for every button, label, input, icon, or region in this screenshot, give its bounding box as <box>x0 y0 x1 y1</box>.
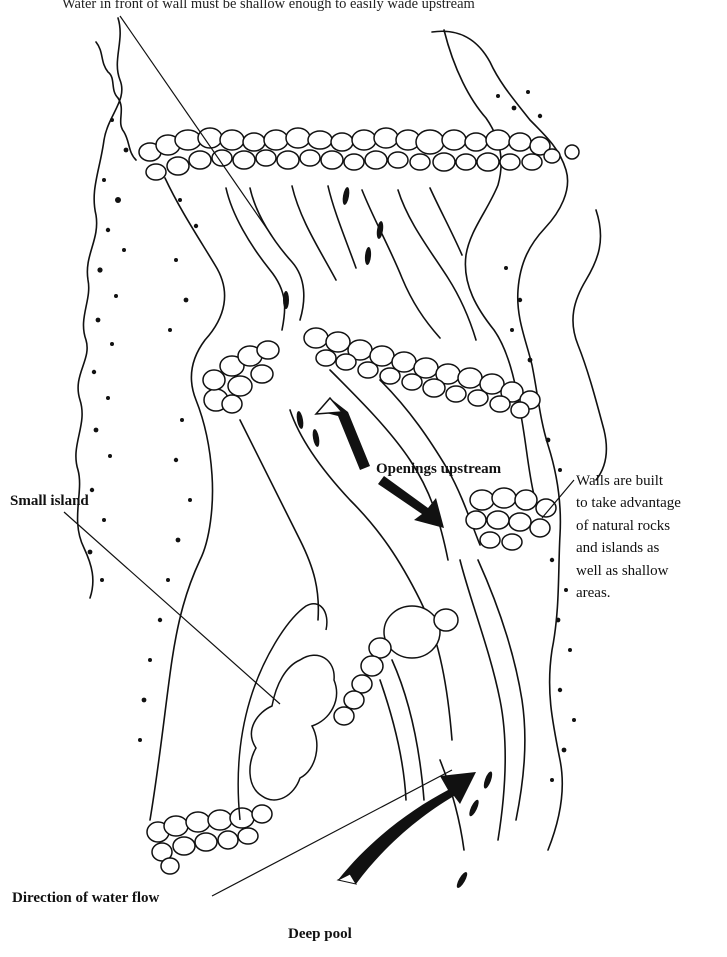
rock-wall-middle <box>203 328 540 418</box>
walls-note-line: of natural rocks <box>576 515 681 537</box>
flow-line <box>380 680 406 800</box>
rock-wall-lower <box>334 606 458 725</box>
flow-line <box>398 190 476 340</box>
openings-arrow <box>378 476 444 528</box>
left-inner-bank <box>150 178 225 820</box>
right-inner-bank <box>444 30 534 495</box>
small-island-label: Small island <box>10 491 89 511</box>
walls-note-line: areas. <box>576 582 681 604</box>
top-note-label: Water in front of wall must be shallow e… <box>62 0 475 14</box>
rock-wall-bottom <box>147 805 272 874</box>
walls-note-line: well as shallow <box>576 560 681 582</box>
walls-note-line: and islands as <box>576 537 681 559</box>
deep-pool-label: Deep pool <box>288 924 352 944</box>
walls-note-line: Walls are built <box>576 470 681 492</box>
leader-island <box>64 512 280 704</box>
flow-line <box>292 186 336 280</box>
leader-top <box>120 16 272 236</box>
flow-line <box>392 660 424 800</box>
rock-wall-right <box>466 488 556 550</box>
flow-line <box>226 188 285 330</box>
water-flow-label: Direction of water flow <box>12 888 159 908</box>
walls-note-line: to take advantage <box>576 492 681 514</box>
right-far-bank <box>573 210 606 480</box>
flow-line <box>240 420 318 620</box>
small-island <box>250 655 337 800</box>
left-bank-line <box>76 18 122 598</box>
flow-line <box>460 560 505 840</box>
water-flow-arrow <box>338 772 476 884</box>
rock-wall-top <box>139 128 579 180</box>
upstream-arrow <box>316 398 370 470</box>
openings-upstream-label: Openings upstream <box>376 459 501 479</box>
flow-line <box>440 760 464 850</box>
left-ragged-edge <box>96 42 136 160</box>
flow-line <box>430 188 462 255</box>
walls-note: Walls are built to take advantage of nat… <box>576 470 681 604</box>
flow-line <box>328 186 356 268</box>
flow-line <box>362 190 440 338</box>
